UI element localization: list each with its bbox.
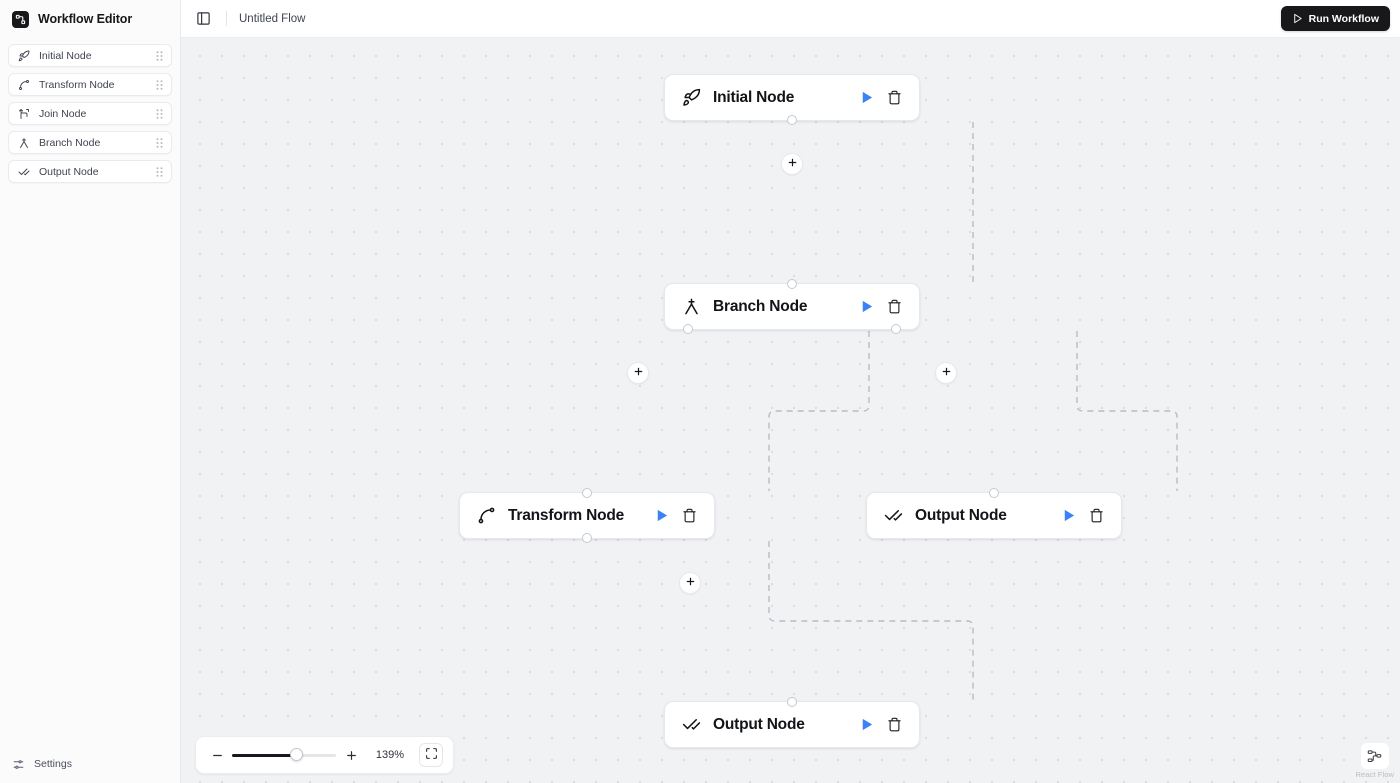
zoom-controls: 139%	[195, 736, 454, 774]
react-flow-icon	[1360, 743, 1389, 769]
grip-vertical-icon[interactable]	[155, 108, 163, 119]
grip-vertical-icon[interactable]	[155, 137, 163, 148]
node-handle-top-target[interactable]	[582, 488, 592, 498]
split-icon	[682, 297, 701, 316]
grip-vertical-icon[interactable]	[155, 166, 163, 177]
edge-layer	[768, 122, 1178, 701]
node-run-button[interactable]	[1057, 505, 1079, 527]
app-title: Workflow Editor	[38, 12, 133, 26]
node-branch[interactable]: Branch Node	[664, 279, 920, 334]
node-transform[interactable]: Transform Node	[459, 488, 715, 543]
node-output-right[interactable]: Output Node	[866, 488, 1122, 539]
node-delete-button[interactable]	[883, 87, 905, 109]
react-flow-attribution-label: React Flow	[1355, 770, 1394, 779]
sidebar-item-settings[interactable]: Settings	[0, 745, 181, 783]
zoom-slider-thumb[interactable]	[289, 748, 303, 761]
edge-e-transform-output-bottom	[768, 541, 974, 701]
add-node-on-e-initial-branch-button[interactable]	[781, 153, 803, 175]
node-run-button[interactable]	[650, 505, 672, 527]
node-delete-button[interactable]	[1085, 505, 1107, 527]
git-merge-icon	[17, 107, 30, 120]
plus-icon	[633, 364, 644, 382]
palette-item-label: Initial Node	[39, 49, 92, 62]
edge-e-branch-output-right	[1076, 331, 1178, 491]
node-handle-bottom-source[interactable]	[682, 324, 693, 334]
split-icon	[17, 136, 30, 149]
run-workflow-label: Run Workflow	[1308, 12, 1379, 25]
node-run-button[interactable]	[855, 296, 877, 318]
node-delete-button[interactable]	[883, 714, 905, 736]
node-handle-top-target[interactable]	[989, 488, 999, 498]
plus-icon	[685, 574, 696, 592]
sidebar: Workflow Editor Initial Node	[0, 0, 181, 783]
play-outline-icon	[1292, 13, 1303, 24]
workflow-logo-icon	[12, 10, 29, 28]
node-handle-top-target[interactable]	[787, 279, 797, 289]
grip-vertical-icon[interactable]	[155, 50, 163, 61]
maximize-icon	[425, 747, 438, 763]
toolbar-divider	[226, 11, 227, 26]
palette-item-branch-node[interactable]: Branch Node	[8, 131, 172, 154]
palette-item-transform-node[interactable]: Transform Node	[8, 73, 172, 96]
flow-title: Untitled Flow	[239, 12, 306, 25]
node-run-button[interactable]	[855, 714, 877, 736]
palette-item-label: Output Node	[39, 165, 99, 178]
spline-icon	[17, 78, 30, 91]
settings-label: Settings	[34, 758, 72, 770]
top-toolbar: Untitled Flow Run Workflow	[181, 0, 1400, 38]
node-label: Output Node	[915, 506, 1007, 524]
zoom-slider[interactable]	[232, 747, 336, 763]
panel-left-icon[interactable]	[193, 9, 213, 29]
node-label: Initial Node	[713, 88, 795, 106]
palette-item-label: Transform Node	[39, 78, 115, 91]
fit-view-button[interactable]	[419, 743, 443, 767]
node-delete-button[interactable]	[678, 505, 700, 527]
rocket-icon	[682, 88, 701, 107]
node-initial[interactable]: Initial Node	[664, 74, 920, 125]
node-handle-top-target[interactable]	[787, 697, 797, 707]
check-check-icon	[17, 165, 30, 178]
app-brand: Workflow Editor	[0, 0, 180, 38]
node-handle-bottom-source[interactable]	[582, 533, 592, 543]
node-output-bottom[interactable]: Output Node	[664, 697, 920, 748]
node-label: Transform Node	[508, 506, 625, 524]
zoom-out-button[interactable]	[206, 744, 228, 766]
palette-item-join-node[interactable]: Join Node	[8, 102, 172, 125]
edge-e-branch-transform	[768, 331, 870, 491]
node-label: Branch Node	[713, 297, 808, 315]
check-check-icon	[682, 715, 701, 734]
spline-icon	[477, 506, 496, 525]
palette-item-initial-node[interactable]: Initial Node	[8, 44, 172, 67]
node-handle-bottom-source[interactable]	[891, 324, 902, 334]
add-node-on-e-transform-output-bottom-button[interactable]	[679, 572, 701, 594]
rocket-icon	[17, 49, 30, 62]
node-handle-bottom-source[interactable]	[787, 115, 797, 125]
zoom-in-button[interactable]	[340, 744, 362, 766]
node-palette: Initial Node Transform Node	[0, 38, 180, 183]
zoom-percentage: 139%	[375, 749, 405, 761]
add-node-on-e-branch-output-right-button[interactable]	[935, 362, 957, 384]
palette-item-label: Join Node	[39, 107, 87, 120]
zoom-slider-fill	[232, 753, 297, 757]
node-run-button[interactable]	[855, 87, 877, 109]
plus-icon	[941, 364, 952, 382]
sliders-icon	[12, 758, 25, 771]
plus-icon	[787, 155, 798, 173]
grip-vertical-icon[interactable]	[155, 79, 163, 90]
add-node-on-e-branch-transform-button[interactable]	[627, 362, 649, 384]
check-check-icon	[884, 506, 903, 525]
node-label: Output Node	[713, 715, 805, 733]
node-delete-button[interactable]	[883, 296, 905, 318]
palette-item-output-node[interactable]: Output Node	[8, 160, 172, 183]
palette-item-label: Branch Node	[39, 136, 101, 149]
run-workflow-button[interactable]: Run Workflow	[1280, 6, 1390, 31]
react-flow-attribution[interactable]: React Flow	[1355, 743, 1394, 779]
